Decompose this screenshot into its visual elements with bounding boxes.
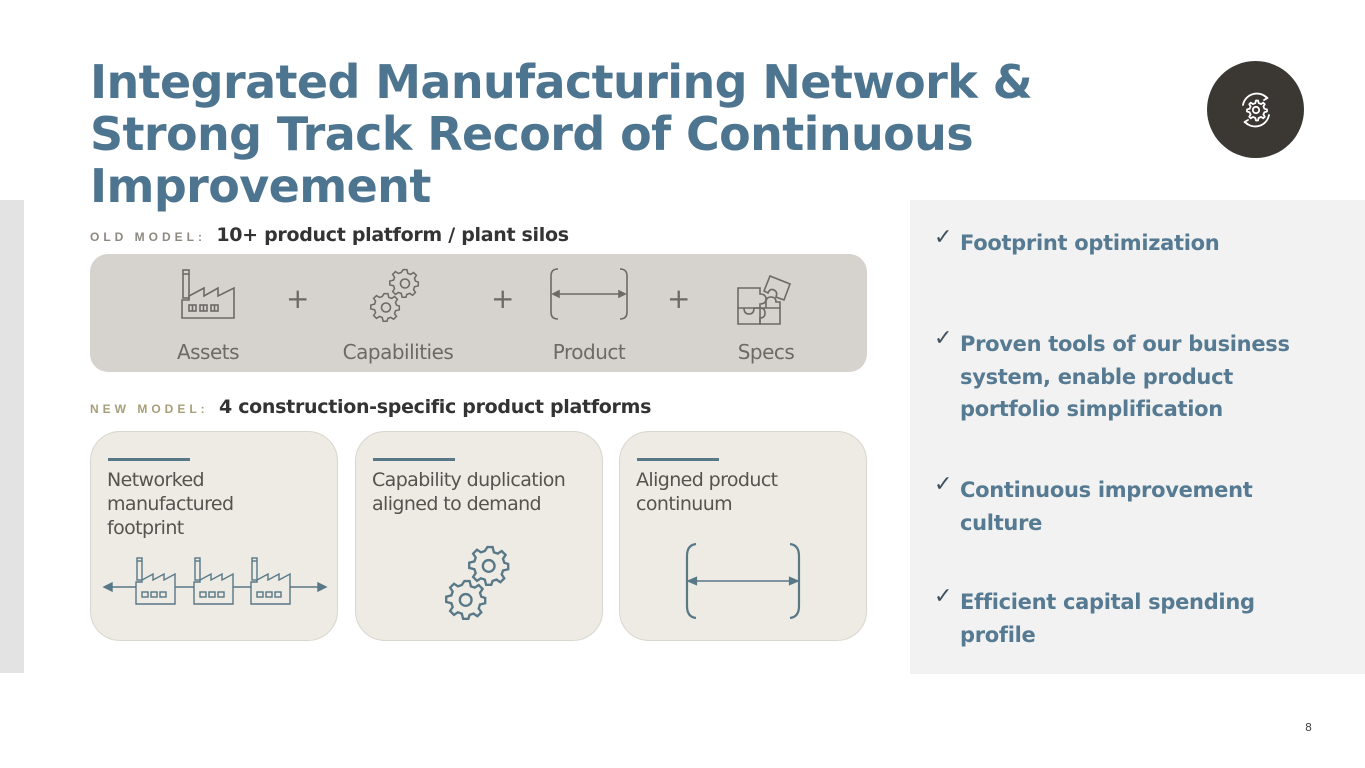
benefit-item: ✓ Continuous improvement culture xyxy=(934,472,1304,539)
gear-cycle-icon xyxy=(1241,92,1270,127)
new-model-card: Capability duplication aligned to demand xyxy=(355,431,603,641)
benefit-item: ✓ Proven tools of our business system, e… xyxy=(934,326,1314,426)
benefit-item: ✓ Efficient capital spending profile xyxy=(934,584,1304,651)
old-model-box: Assets + Capabilities + Product + xyxy=(90,254,867,372)
old-item-label: Capabilities xyxy=(342,340,454,364)
page-title: Integrated Manufacturing Network & Stron… xyxy=(90,55,1033,213)
page-number: 8 xyxy=(1305,721,1312,734)
factory-icon xyxy=(181,269,235,319)
benefit-text: Proven tools of our business system, ena… xyxy=(960,332,1290,421)
card-text: Capability duplication aligned to demand xyxy=(372,469,566,515)
title-badge xyxy=(1207,61,1304,158)
plus-sign: + xyxy=(667,282,691,315)
gears-icon xyxy=(370,268,420,322)
check-icon: ✓ xyxy=(934,584,953,609)
plus-sign: + xyxy=(491,282,515,315)
left-accent-strip xyxy=(0,200,24,673)
old-model-title: 10+ product platform / plant silos xyxy=(216,224,569,246)
card-text: Aligned product continuum xyxy=(636,469,778,515)
new-model-tag: NEW MODEL: xyxy=(90,402,209,416)
check-icon: ✓ xyxy=(934,472,953,497)
benefit-text: Efficient capital spending profile xyxy=(960,590,1255,647)
benefit-text: Footprint optimization xyxy=(960,231,1220,255)
new-model-card: Aligned product continuum xyxy=(619,431,867,641)
check-icon: ✓ xyxy=(934,326,953,351)
card-accent-bar xyxy=(108,458,190,461)
check-icon: ✓ xyxy=(934,225,953,250)
new-model-title: 4 construction-specific product platform… xyxy=(218,396,652,418)
gears-icon xyxy=(445,545,510,620)
old-item-label: Product xyxy=(552,340,626,364)
card-text: Networked manufactured footprint xyxy=(107,469,234,539)
new-model-card: Networked manufactured footprint xyxy=(90,431,338,641)
new-model-heading: NEW MODEL: 4 construction-specific produ… xyxy=(90,396,651,418)
old-model-tag: OLD MODEL: xyxy=(90,230,206,244)
old-item-label: Specs xyxy=(737,340,795,364)
old-item-label: Assets xyxy=(176,340,240,364)
factory-network-icon xyxy=(102,557,328,605)
card-accent-bar xyxy=(637,458,719,461)
old-model-heading: OLD MODEL: 10+ product platform / plant … xyxy=(90,224,569,246)
puzzle-icon xyxy=(737,274,792,325)
bracket-range-icon xyxy=(550,268,628,320)
plus-sign: + xyxy=(286,282,310,315)
benefit-item: ✓ Footprint optimization xyxy=(934,225,1354,260)
benefits-panel: ✓ Footprint optimization ✓ Proven tools … xyxy=(910,200,1365,674)
benefit-text: Continuous improvement culture xyxy=(960,478,1253,535)
bracket-range-icon xyxy=(685,542,801,620)
card-accent-bar xyxy=(373,458,455,461)
